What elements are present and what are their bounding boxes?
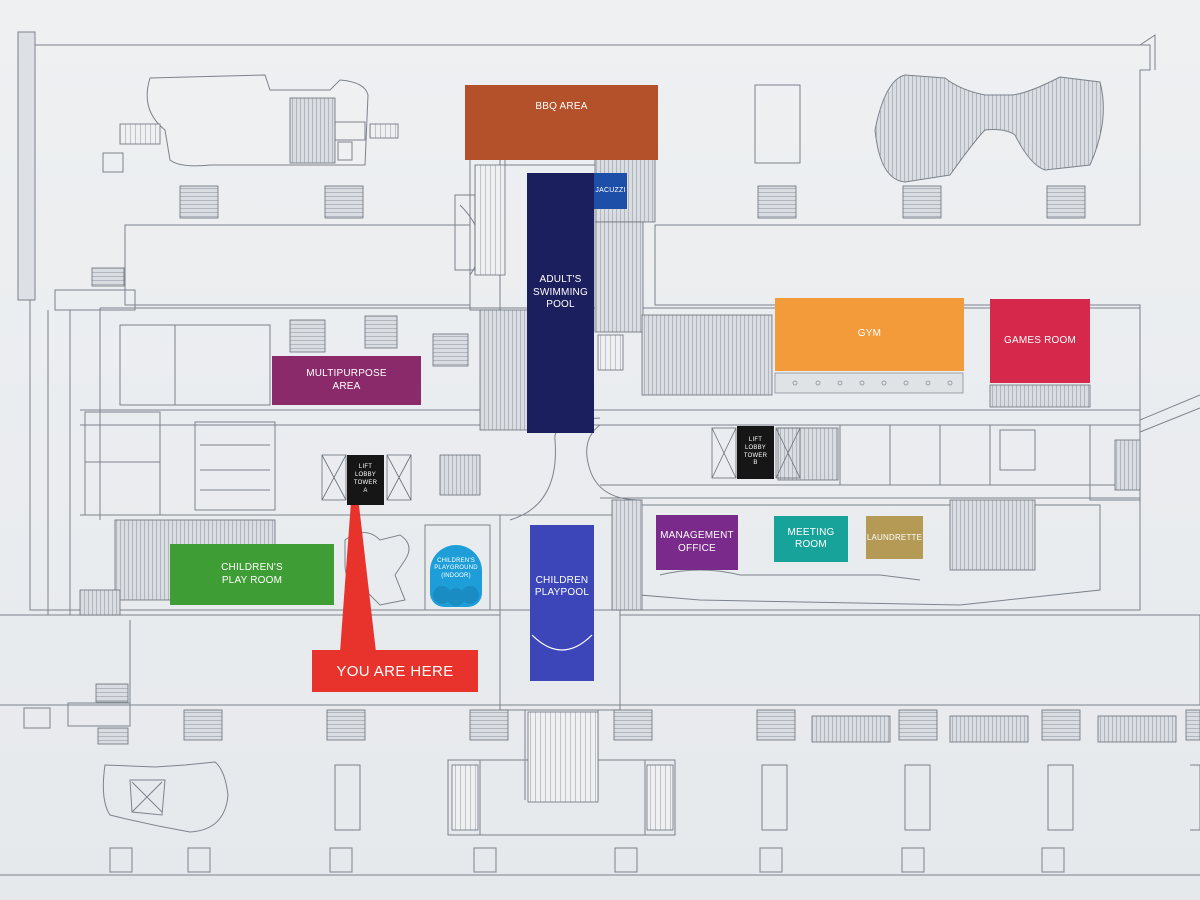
zone-multipurpose-area: MULTIPURPOSE AREA <box>272 356 421 405</box>
zone-label: GAMES ROOM <box>1003 334 1076 346</box>
zone-children-playpool: CHILDREN PLAYPOOL <box>530 525 594 681</box>
zone-lift-lobby-tower-b: LIFT LOBBY TOWER B <box>737 426 774 479</box>
zone-label: CHILDREN'S PLAY ROOM <box>221 562 283 586</box>
zone-label: GYM <box>857 328 882 340</box>
zone-childrens-play-room: CHILDREN'S PLAY ROOM <box>170 544 334 605</box>
zone-gym: GYM <box>775 298 964 371</box>
zone-label: ADULT'S SWIMMING POOL <box>533 274 588 311</box>
zone-label: CHILDREN PLAYPOOL <box>534 574 590 599</box>
zone-lift-lobby-tower-a: LIFT LOBBY TOWER A <box>347 455 384 505</box>
zone-label: MEETING ROOM <box>787 526 835 551</box>
zone-adults-swimming-pool: ADULT'S SWIMMING POOL <box>527 173 594 433</box>
zone-label: MANAGEMENT OFFICE <box>660 530 734 554</box>
zone-label: MULTIPURPOSE AREA <box>306 368 387 392</box>
zone-label: CHILDREN'S PLAYGROUND (INDOOR) <box>434 557 478 579</box>
zone-laundrette: LAUNDRETTE <box>866 516 923 559</box>
playpool-arc <box>531 634 593 651</box>
you-are-here-label: YOU ARE HERE <box>312 650 478 692</box>
zone-label: BBQ AREA <box>535 101 588 113</box>
zone-label: JACUZZI <box>595 186 626 194</box>
zone-management-office: MANAGEMENT OFFICE <box>656 515 738 570</box>
zone-label: LIFT LOBBY TOWER B <box>743 436 768 467</box>
zone-label: LAUNDRETTE <box>866 532 923 542</box>
zone-meeting-room: MEETING ROOM <box>774 516 848 562</box>
playground-bumps <box>433 586 479 606</box>
zone-games-room: GAMES ROOM <box>990 299 1090 383</box>
you-are-here-pointer <box>340 488 376 652</box>
zone-jacuzzi: JACUZZI <box>594 173 627 209</box>
zone-bbq-area: BBQ AREA <box>465 85 658 160</box>
zone-label: LIFT LOBBY TOWER A <box>353 464 378 494</box>
